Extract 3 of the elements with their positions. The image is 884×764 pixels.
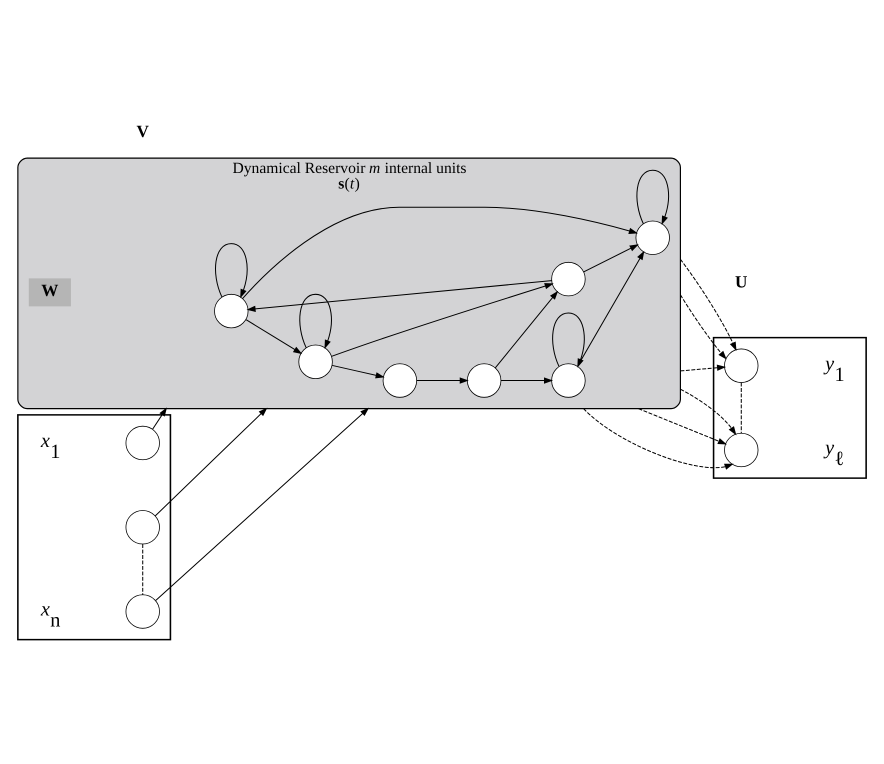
label: W: [41, 280, 58, 300]
label: U: [735, 272, 748, 291]
label: V: [136, 121, 149, 140]
